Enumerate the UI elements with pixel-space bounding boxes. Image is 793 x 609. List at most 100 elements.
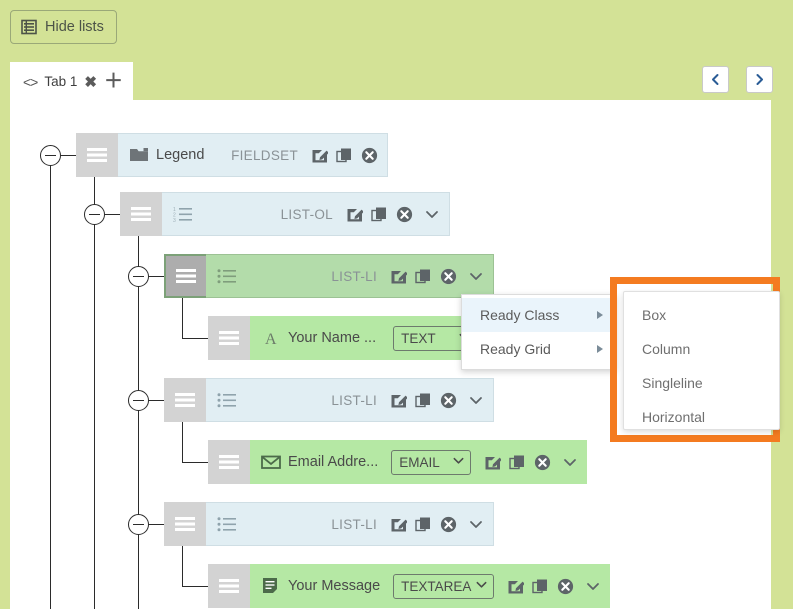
row-actions[interactable] [507, 578, 574, 595]
row-actions[interactable] [484, 454, 551, 471]
node-body[interactable]: Legend FIELDSET [118, 133, 388, 177]
form-tree: Legend FIELDSET [10, 100, 771, 609]
tree-toggle-list-li-2[interactable] [128, 390, 149, 411]
submenu-item-column[interactable]: Column [624, 332, 779, 366]
edit-pencil-icon[interactable] [390, 392, 407, 409]
tree-toggle-list-li-3[interactable] [128, 514, 149, 535]
duplicate-icon[interactable] [336, 147, 353, 164]
prev-tab-button[interactable] [702, 66, 729, 93]
chevron-right-icon [754, 73, 765, 86]
tree-node-field-message[interactable]: Your Message TEXTAREA [208, 564, 611, 608]
tree-node-list-li-1[interactable]: LIST-LI [164, 254, 494, 298]
edit-pencil-icon[interactable] [311, 147, 328, 164]
tree-line-trunk-2 [94, 155, 95, 609]
chevron-down-icon[interactable] [468, 516, 484, 532]
duplicate-icon[interactable] [415, 516, 432, 533]
row-actions[interactable] [390, 516, 457, 533]
chevron-down-icon[interactable] [424, 206, 440, 222]
delete-circle-x-icon[interactable] [557, 578, 574, 595]
delete-circle-x-icon[interactable] [440, 516, 457, 533]
tree-toggle-fieldset[interactable] [40, 145, 61, 166]
node-body[interactable]: Email Addre... EMAIL [250, 440, 588, 484]
chevron-down-icon[interactable] [468, 392, 484, 408]
unordered-list-icon [217, 391, 237, 409]
submenu-item-label: Box [642, 307, 667, 323]
delete-circle-x-icon[interactable] [396, 206, 413, 223]
chevron-down-icon [452, 454, 465, 470]
delete-circle-x-icon[interactable] [361, 147, 378, 164]
edit-pencil-icon[interactable] [484, 454, 502, 471]
tree-line-stub-2v [182, 422, 183, 463]
duplicate-icon[interactable] [415, 268, 432, 285]
next-tab-button[interactable] [746, 66, 773, 93]
drag-handle[interactable] [76, 133, 118, 177]
edit-pencil-icon[interactable] [390, 516, 407, 533]
submenu-item-box[interactable]: Box [624, 298, 779, 332]
tree-toggle-list-ol[interactable] [84, 204, 105, 225]
node-type-tag: LIST-OL [280, 206, 333, 222]
ordered-list-icon: 1 2 3 [173, 205, 193, 223]
svg-text:A: A [265, 331, 277, 347]
node-body[interactable]: 1 2 3 LIST-OL [162, 192, 450, 236]
row-actions[interactable] [390, 268, 457, 285]
tree-line-stub-3h [182, 586, 216, 587]
node-label: Your Message [288, 578, 381, 594]
drag-handle[interactable] [164, 502, 206, 546]
node-type-tag: LIST-LI [331, 268, 377, 284]
close-tab-icon[interactable]: ✖ [84, 73, 97, 91]
delete-circle-x-icon[interactable] [440, 392, 457, 409]
tree-node-list-li-3[interactable]: LIST-LI [164, 502, 494, 546]
ready-class-submenu[interactable]: Box Column Singleline Horizontal [623, 291, 780, 430]
drag-handle[interactable] [208, 564, 250, 608]
tree-line-trunk-1 [50, 155, 51, 609]
node-label: Your Name ... [288, 330, 377, 346]
node-body[interactable]: LIST-LI [206, 254, 494, 298]
node-body[interactable]: Your Message TEXTAREA [250, 564, 611, 608]
drag-handle[interactable] [164, 378, 206, 422]
row-actions[interactable] [311, 147, 378, 164]
duplicate-icon[interactable] [415, 392, 432, 409]
submenu-item-label: Singleline [642, 375, 703, 391]
code-brackets-icon: <> [23, 73, 38, 90]
field-type-select[interactable]: TEXTAREA [393, 573, 495, 599]
node-body[interactable]: LIST-LI [206, 502, 494, 546]
submenu-item-singleline[interactable]: Singleline [624, 366, 779, 400]
context-menu[interactable]: Ready Class Ready Grid [461, 294, 616, 370]
duplicate-icon[interactable] [532, 578, 549, 595]
drag-handle[interactable] [208, 440, 250, 484]
edit-pencil-icon[interactable] [390, 268, 407, 285]
tree-node-list-ol[interactable]: 1 2 3 LIST-OL [120, 192, 450, 236]
drag-handle[interactable] [120, 192, 162, 236]
tab-1[interactable]: <> Tab 1 ✖ ＋ [10, 62, 133, 101]
delete-circle-x-icon[interactable] [534, 454, 551, 471]
tree-node-fieldset[interactable]: Legend FIELDSET [76, 133, 388, 177]
tree-line-h-2 [104, 214, 128, 215]
add-tab-icon[interactable]: ＋ [103, 70, 123, 92]
menu-item-ready-class[interactable]: Ready Class [462, 298, 615, 332]
field-type-select[interactable]: EMAIL [391, 449, 472, 475]
chevron-down-icon[interactable] [562, 454, 578, 470]
drag-handle[interactable] [164, 254, 206, 298]
chevron-down-icon[interactable] [585, 578, 601, 594]
submenu-item-horizontal[interactable]: Horizontal [624, 400, 779, 434]
edit-pencil-icon[interactable] [507, 578, 525, 595]
hide-lists-button[interactable]: Hide lists [10, 10, 117, 44]
row-actions[interactable] [346, 206, 413, 223]
field-type-value: TEXT [401, 330, 436, 346]
duplicate-icon[interactable] [371, 206, 388, 223]
duplicate-icon[interactable] [509, 454, 526, 471]
edit-pencil-icon[interactable] [346, 206, 363, 223]
tree-toggle-list-li-1[interactable] [128, 266, 149, 287]
tree-node-list-li-2[interactable]: LIST-LI [164, 378, 494, 422]
menu-item-ready-grid[interactable]: Ready Grid [462, 332, 615, 366]
row-actions[interactable] [390, 392, 457, 409]
tree-node-field-email[interactable]: Email Addre... EMAIL [208, 440, 588, 484]
node-body[interactable]: LIST-LI [206, 378, 494, 422]
unordered-list-icon [217, 267, 237, 285]
drag-handle[interactable] [208, 316, 250, 360]
delete-circle-x-icon[interactable] [440, 268, 457, 285]
node-type-tag: FIELDSET [231, 147, 298, 163]
svg-text:2: 2 [173, 213, 176, 219]
chevron-down-icon[interactable] [468, 268, 484, 284]
